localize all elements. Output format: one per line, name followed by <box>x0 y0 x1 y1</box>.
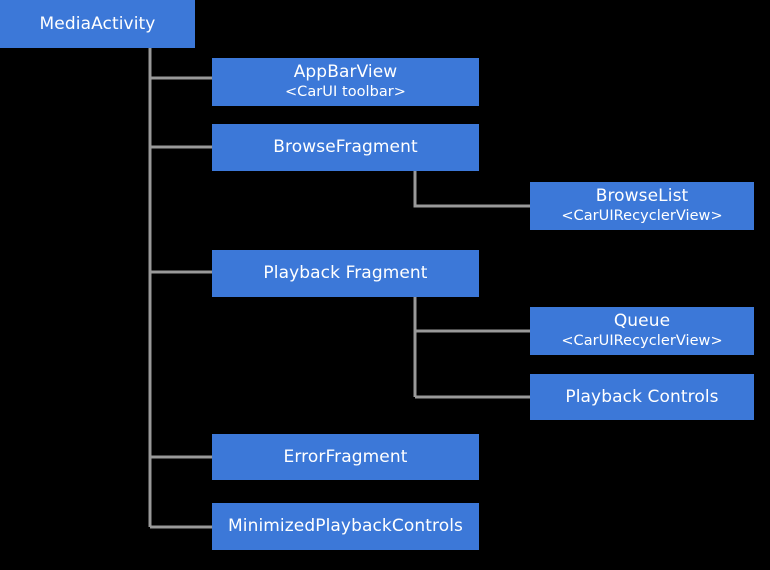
node-playback-fragment[interactable]: Playback Fragment <box>212 250 479 297</box>
connector-browse-fragment-to-browse-list <box>413 171 530 208</box>
node-queue-subtitle: <CarUIRecyclerView> <box>561 333 723 350</box>
node-browse-list[interactable]: BrowseList <CarUIRecyclerView> <box>530 182 754 230</box>
node-browse-list-title: BrowseList <box>595 186 689 207</box>
node-browse-fragment-title: BrowseFragment <box>273 137 418 158</box>
node-app-bar-view-title: AppBarView <box>293 62 398 83</box>
node-media-activity-title: MediaActivity <box>39 13 156 34</box>
node-error-fragment[interactable]: ErrorFragment <box>212 434 479 480</box>
node-minimized-playback-controls[interactable]: MinimizedPlaybackControls <box>212 503 479 550</box>
node-playback-fragment-title: Playback Fragment <box>263 263 428 284</box>
node-playback-controls[interactable]: Playback Controls <box>530 374 754 420</box>
node-queue[interactable]: Queue <CarUIRecyclerView> <box>530 307 754 355</box>
node-browse-list-subtitle: <CarUIRecyclerView> <box>561 208 723 225</box>
node-app-bar-view-subtitle: <CarUI toolbar> <box>284 84 407 101</box>
node-browse-fragment[interactable]: BrowseFragment <box>212 124 479 171</box>
node-minimized-playback-controls-title: MinimizedPlaybackControls <box>227 516 463 537</box>
node-app-bar-view[interactable]: AppBarView <CarUI toolbar> <box>212 58 479 106</box>
node-media-activity[interactable]: MediaActivity <box>0 0 195 48</box>
node-playback-controls-title: Playback Controls <box>565 386 719 407</box>
node-queue-title: Queue <box>613 311 671 332</box>
node-error-fragment-title: ErrorFragment <box>283 446 408 467</box>
